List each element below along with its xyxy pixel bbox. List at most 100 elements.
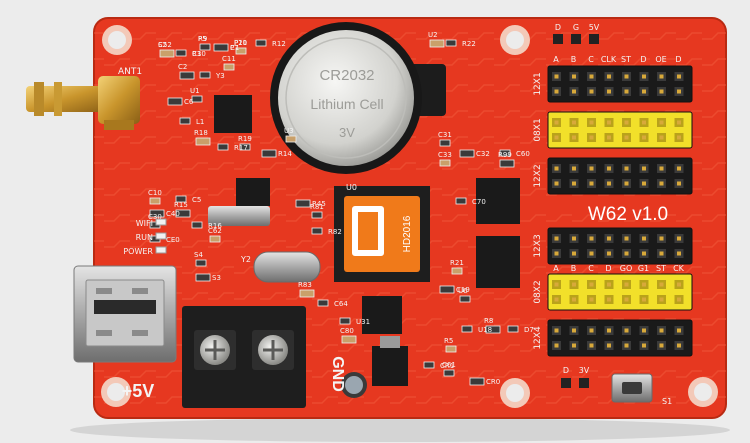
smd-part xyxy=(461,325,473,333)
header-12x1 xyxy=(547,65,693,103)
p11-label: 5V xyxy=(589,23,600,32)
pin-label-top: OE xyxy=(655,55,666,64)
silk-ref: C32 xyxy=(476,150,490,158)
pin-label-top: D xyxy=(675,55,681,64)
pin-label-top: C xyxy=(588,55,594,64)
battery-text-2: Lithium Cell xyxy=(310,96,383,112)
smd-part xyxy=(339,317,351,325)
smd-part xyxy=(179,117,191,125)
silk-ref: C80 xyxy=(340,327,354,335)
power-label-left: +5V xyxy=(122,381,155,401)
silk-ref: C52 xyxy=(158,41,172,49)
button-ref: S1 xyxy=(662,397,672,406)
chip-label: HD2016 xyxy=(402,215,413,252)
ic-u2 xyxy=(372,346,408,386)
smd-part xyxy=(445,345,457,353)
smd-part xyxy=(195,137,211,146)
smd-part xyxy=(295,199,311,208)
pin-label-mid: C xyxy=(588,264,594,273)
ic-u1 xyxy=(214,95,252,133)
silk-ref: R99 xyxy=(498,151,512,159)
smd-part xyxy=(443,369,455,377)
pin-label-top: A xyxy=(553,55,559,64)
header-pin xyxy=(589,34,599,44)
header-08x2 xyxy=(547,273,693,311)
header-ref: 08X1 xyxy=(533,118,543,141)
silk-ref: Y3 xyxy=(215,72,225,80)
smd-part xyxy=(499,159,515,168)
silk-ref: R19 xyxy=(238,135,252,143)
silk-ref: R17 xyxy=(234,144,248,152)
smd-part xyxy=(311,227,323,235)
smd-part xyxy=(199,43,211,51)
smd-part xyxy=(255,39,267,47)
pin-label-mid: CK xyxy=(673,264,685,273)
smd-part xyxy=(191,95,203,103)
led-label: WIFI xyxy=(136,219,153,228)
header-08x1 xyxy=(547,111,693,149)
smd-part xyxy=(317,299,329,307)
smd-components xyxy=(149,39,519,386)
silk-ref: C64 xyxy=(334,300,348,308)
silk-ref: C11 xyxy=(222,55,236,63)
silk-ref: U1 xyxy=(190,87,200,95)
header-12x2 xyxy=(547,157,693,195)
pin-label-mid: B xyxy=(571,264,577,273)
silk-ref: U6 xyxy=(458,287,468,295)
silk-ref: S2 xyxy=(158,41,167,49)
silk-ref: C3 xyxy=(192,50,201,58)
silk-ref: C2 xyxy=(178,63,187,71)
smd-part xyxy=(507,325,519,333)
smd-part xyxy=(199,71,211,79)
mounting-hole-icon xyxy=(101,25,718,408)
header-ref: 12X1 xyxy=(533,72,543,95)
silk-ref: P7 xyxy=(230,44,239,52)
silk-ref: C5 xyxy=(192,196,201,204)
battery-holder-icon xyxy=(270,22,446,174)
silk-ref: C10 xyxy=(148,189,162,197)
ic-u6 xyxy=(476,178,520,224)
smd-part xyxy=(459,149,475,158)
header-pin xyxy=(553,34,563,44)
smd-part xyxy=(423,361,435,369)
p7-label: D xyxy=(563,366,569,375)
power-label-right: GND xyxy=(329,356,346,392)
silk-ref: R22 xyxy=(462,40,476,48)
push-button-icon xyxy=(611,373,653,403)
silk-ref: S3 xyxy=(212,274,221,282)
pin-label-top: D xyxy=(640,55,646,64)
ic-u3 xyxy=(236,178,270,206)
smd-part xyxy=(149,197,161,205)
silk-ref: R9 xyxy=(198,35,207,43)
silk-ref: R21 xyxy=(450,259,464,267)
pin-label-mid: GO xyxy=(620,264,633,273)
smd-part xyxy=(175,209,191,218)
header-ref: 08X2 xyxy=(533,280,543,303)
smd-part xyxy=(191,221,203,229)
silk-ref: CR0 xyxy=(486,378,500,386)
pin-label-mid: A xyxy=(553,264,559,273)
sma-antenna-icon xyxy=(26,76,140,130)
smd-part xyxy=(213,43,229,52)
ic-u18 xyxy=(362,296,402,334)
header-pin xyxy=(571,34,581,44)
silk-ref: CE0 xyxy=(166,236,180,244)
smd-part xyxy=(235,47,247,55)
silk-ref: D7 xyxy=(524,326,534,334)
smd-part xyxy=(167,97,183,106)
smd-part xyxy=(175,49,187,57)
smd-part xyxy=(159,49,175,58)
header-12x3 xyxy=(547,227,693,265)
smd-part xyxy=(439,159,451,167)
battery-cell xyxy=(278,30,414,166)
header-ref: 12X4 xyxy=(533,326,543,350)
silk-ref: R18 xyxy=(194,129,208,137)
antenna-label: ANT1 xyxy=(118,67,142,77)
silk-ref: S4 xyxy=(194,251,203,259)
led-label: POWER xyxy=(123,247,153,256)
silk-ref: R5 xyxy=(444,337,453,345)
